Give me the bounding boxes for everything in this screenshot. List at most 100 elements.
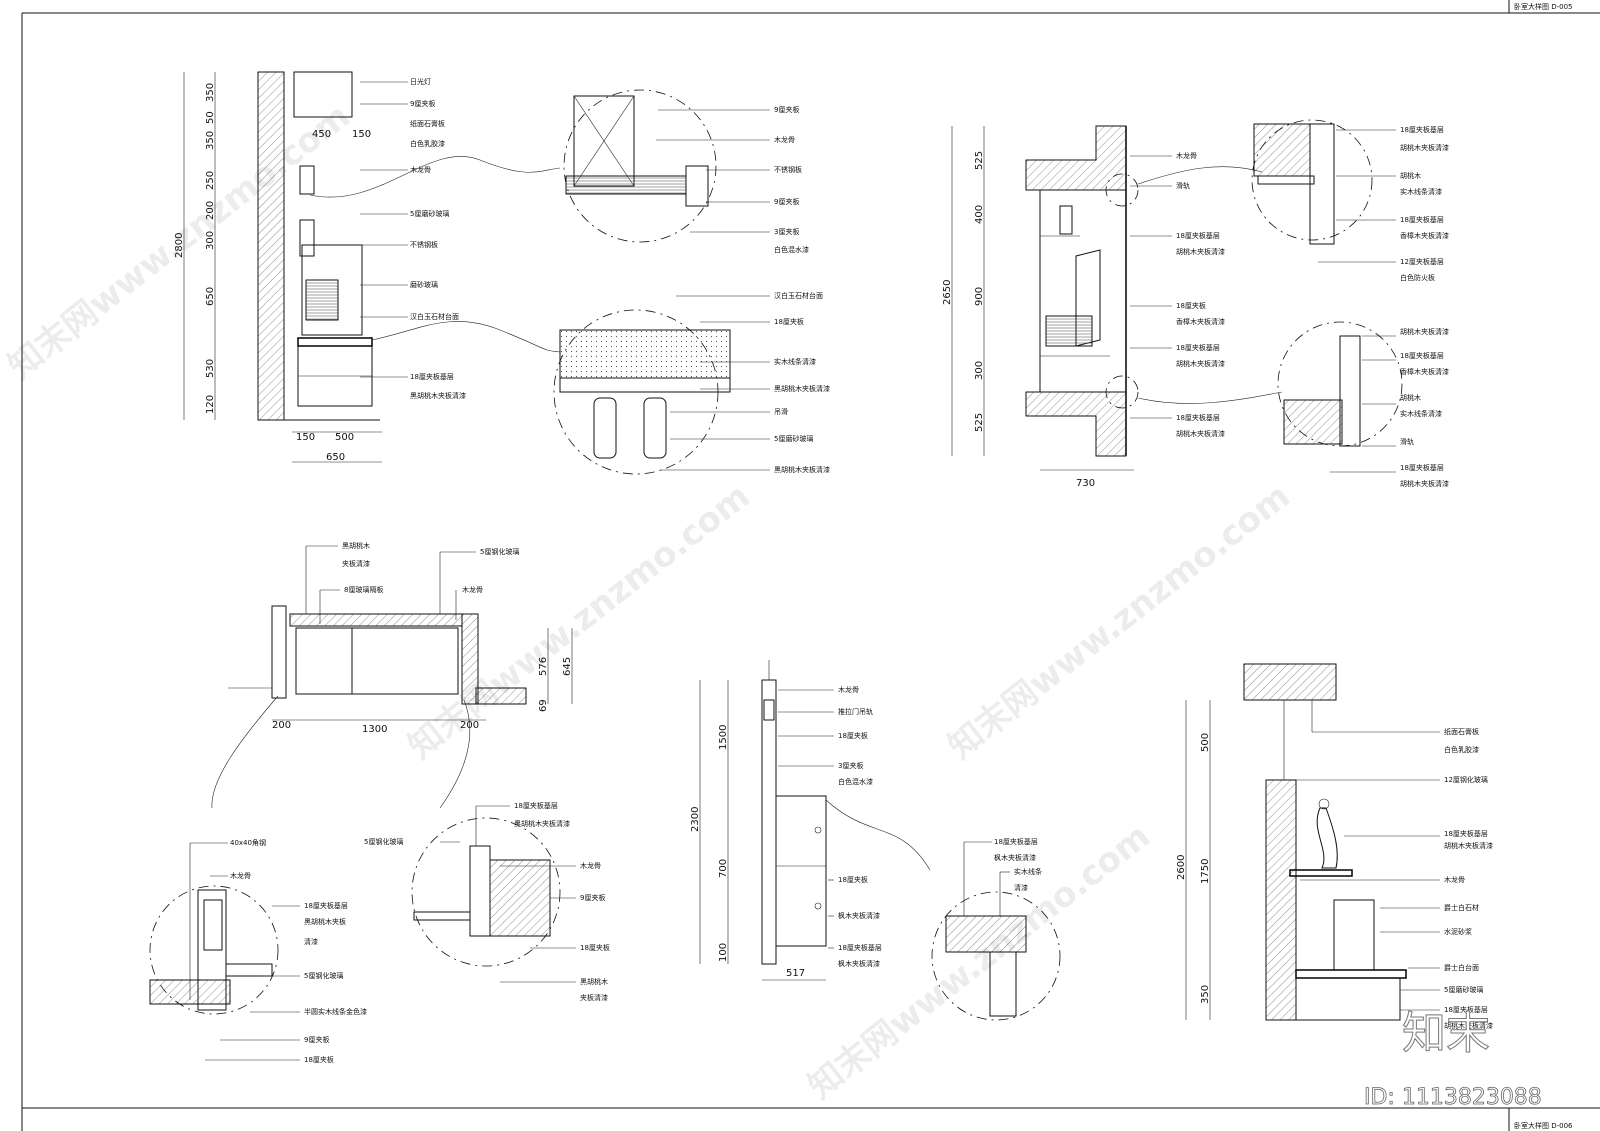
sheet-title-top: 卧室大样图 D-005 — [1514, 2, 1573, 11]
d2-dim-1: 525 — [974, 151, 985, 170]
d5-label-6: 木龙骨 — [1444, 875, 1465, 884]
d3b-label-3: 黑胡桃木夹板清漆 — [514, 819, 570, 828]
d1b-label-4: 黑胡桃木夹板清漆 — [774, 384, 830, 393]
d1-dim-bot-a: 150 — [296, 432, 315, 443]
d1-label-4: 白色乳胶漆 — [410, 139, 445, 148]
d2a-label-1: 18厘夹板基层 — [1400, 125, 1444, 134]
d3-label-1: 黑胡桃木 — [342, 541, 370, 550]
d1-label-3: 纸面石膏板 — [410, 119, 445, 128]
d2-label-3: 18厘夹板基层 — [1176, 231, 1220, 240]
d3a-label-1: 40x40角钢 — [230, 838, 266, 847]
d2-label-6: 香樟木夹板清漆 — [1176, 317, 1225, 326]
d2a-label-8: 白色防火板 — [1400, 273, 1435, 282]
detail-4a-callout: 18厘夹板基层 枫木夹板清漆 实木线条 清漆 — [931, 837, 1061, 1021]
d4a-label-2: 枫木夹板清漆 — [994, 853, 1036, 862]
d2b-label-5: 实木线条清漆 — [1400, 409, 1442, 418]
detail-2b-callout: 胡桃木夹板清漆 18厘夹板基层 香樟木夹板清漆 胡桃木 实木线条清漆 滑轨 18… — [1277, 321, 1449, 488]
d1-label-8: 磨砂玻璃 — [410, 280, 438, 289]
d5-label-8: 水泥砂浆 — [1444, 927, 1472, 936]
d2-label-10: 胡桃木夹板清漆 — [1176, 429, 1225, 438]
d2-dim-3: 900 — [974, 287, 985, 306]
d1-dim-1: 350 — [205, 83, 216, 102]
d1-label-6: 5厘磨砂玻璃 — [410, 209, 449, 218]
d1-total-height: 2800 — [174, 233, 185, 258]
d2a-label-5: 18厘夹板基层 — [1400, 215, 1444, 224]
detail-2a-callout: 18厘夹板基层 胡桃木夹板清漆 胡桃木 实木线条清漆 18厘夹板基层 香樟木夹板… — [1251, 119, 1449, 282]
d4-label-5: 白色混水漆 — [838, 777, 873, 786]
d3-label-2: 夹板清漆 — [342, 559, 370, 568]
d3-label-3: 5厘钢化玻璃 — [480, 547, 519, 556]
d3a-label-7: 半圆实木线条金色漆 — [304, 1007, 367, 1016]
d1a-label-5: 3厘夹板 — [774, 227, 799, 236]
d5-label-2: 白色乳胶漆 — [1444, 745, 1479, 754]
d1-dim-3: 350 — [205, 131, 216, 150]
d3a-label-9: 18厘夹板 — [304, 1055, 334, 1064]
d1-label-2: 9厘夹板 — [410, 99, 435, 108]
d2-label-2: 滑轨 — [1176, 181, 1190, 190]
detail-5-partition: 2600 500 1750 350 纸面石膏板 白色乳胶漆 12厘钢化玻璃 18… — [1176, 663, 1493, 1030]
d2b-label-1: 胡桃木夹板清漆 — [1400, 327, 1449, 336]
d1a-label-1: 9厘夹板 — [774, 105, 799, 114]
d1a-label-4: 9厘夹板 — [774, 197, 799, 206]
d3-dim-v-2: 645 — [562, 657, 573, 676]
d1-dim-5: 200 — [205, 201, 216, 220]
d1b-label-7: 黑胡桃木夹板清漆 — [774, 465, 830, 474]
d4-dim-width: 517 — [786, 968, 805, 979]
d3-dim-h-2: 1300 — [362, 724, 387, 735]
d5-dim-3: 350 — [1200, 985, 1211, 1004]
d1-dim-9: 120 — [205, 395, 216, 414]
d2-label-8: 胡桃木夹板清漆 — [1176, 359, 1225, 368]
d4-label-2: 推拉门吊轨 — [838, 707, 873, 716]
d1-dim-2: 50 — [205, 111, 216, 124]
d2-dim-4: 300 — [974, 361, 985, 380]
d1-label-10: 18厘夹板基层 — [410, 372, 454, 381]
detail-1a-callout: 9厘夹板 木龙骨 不锈钢板 9厘夹板 3厘夹板 白色混水漆 — [563, 89, 809, 254]
d2b-label-2: 18厘夹板基层 — [1400, 351, 1444, 360]
d3a-label-2: 木龙骨 — [230, 871, 251, 880]
d1a-label-2: 木龙骨 — [774, 135, 795, 144]
d3a-label-8: 9厘夹板 — [304, 1035, 329, 1044]
d3b-label-4: 木龙骨 — [580, 861, 601, 870]
detail-1-cabinet-section: 2800 350 50 350 250 200 300 650 530 120 … — [174, 71, 561, 463]
d3b-label-7: 黑胡桃木 — [580, 977, 608, 986]
d5-dim-1: 500 — [1200, 733, 1211, 752]
d1a-label-6: 白色混水漆 — [774, 245, 809, 254]
d1-dim-top-a: 450 — [312, 129, 331, 140]
detail-2-wall-section: 2650 525 400 900 300 525 730 木龙骨 滑轨 18厘夹… — [942, 125, 1283, 489]
d2a-label-6: 香樟木夹板清漆 — [1400, 231, 1449, 240]
d2b-label-3: 香樟木夹板清漆 — [1400, 367, 1449, 376]
d1-label-9: 汉白玉石材台面 — [410, 312, 459, 321]
d1-dim-total-width: 650 — [326, 452, 345, 463]
d3b-label-6: 18厘夹板 — [580, 943, 610, 952]
d2-dim-width: 730 — [1076, 478, 1095, 489]
site-logo: 知末 — [1402, 1008, 1490, 1059]
d4-label-4: 3厘夹板 — [838, 761, 863, 770]
detail-4-sliding-door: 2300 1500 700 100 517 木龙骨 推拉门吊轨 18厘夹板 3厘… — [690, 660, 931, 981]
d3a-label-4: 黑胡桃木夹板 — [304, 917, 346, 926]
d3a-label-5: 清漆 — [304, 937, 318, 946]
d1-dim-6: 300 — [205, 231, 216, 250]
d2a-label-2: 胡桃木夹板清漆 — [1400, 143, 1449, 152]
d4-label-9: 枫木夹板清漆 — [838, 959, 880, 968]
d3-label-5: 木龙骨 — [462, 585, 483, 594]
detail-3-plan: 200 1300 200 576 645 69 黑胡桃木 夹板清漆 5厘钢化玻璃… — [211, 541, 573, 809]
d4-label-3: 18厘夹板 — [838, 731, 868, 740]
d5-label-11: 18厘夹板基层 — [1444, 1005, 1488, 1014]
d2-dim-2: 400 — [974, 205, 985, 224]
image-id-label: ID: 1113823088 — [1364, 1085, 1542, 1110]
d1b-label-5: 吊滑 — [774, 407, 788, 416]
d1b-label-1: 汉白玉石材台面 — [774, 291, 823, 300]
d5-label-10: 5厘磨砂玻璃 — [1444, 985, 1483, 994]
d3-dim-v-1: 576 — [538, 657, 549, 676]
d2b-label-8: 胡桃木夹板清漆 — [1400, 479, 1449, 488]
d1-dim-8: 530 — [205, 359, 216, 378]
d1-label-11: 黑胡桃木夹板清漆 — [410, 391, 466, 400]
sheet-frame: 卧室大样图 D-005 卧室大样图 D-006 — [21, 0, 1600, 1131]
d3b-label-2: 18厘夹板基层 — [514, 801, 558, 810]
sheet-title-bottom: 卧室大样图 D-006 — [1514, 1121, 1573, 1130]
d3b-label-8: 夹板清漆 — [580, 993, 608, 1002]
d2-label-9: 18厘夹板基层 — [1176, 413, 1220, 422]
d2-label-4: 胡桃木夹板清漆 — [1176, 247, 1225, 256]
d4-dim-1: 1500 — [718, 725, 729, 750]
